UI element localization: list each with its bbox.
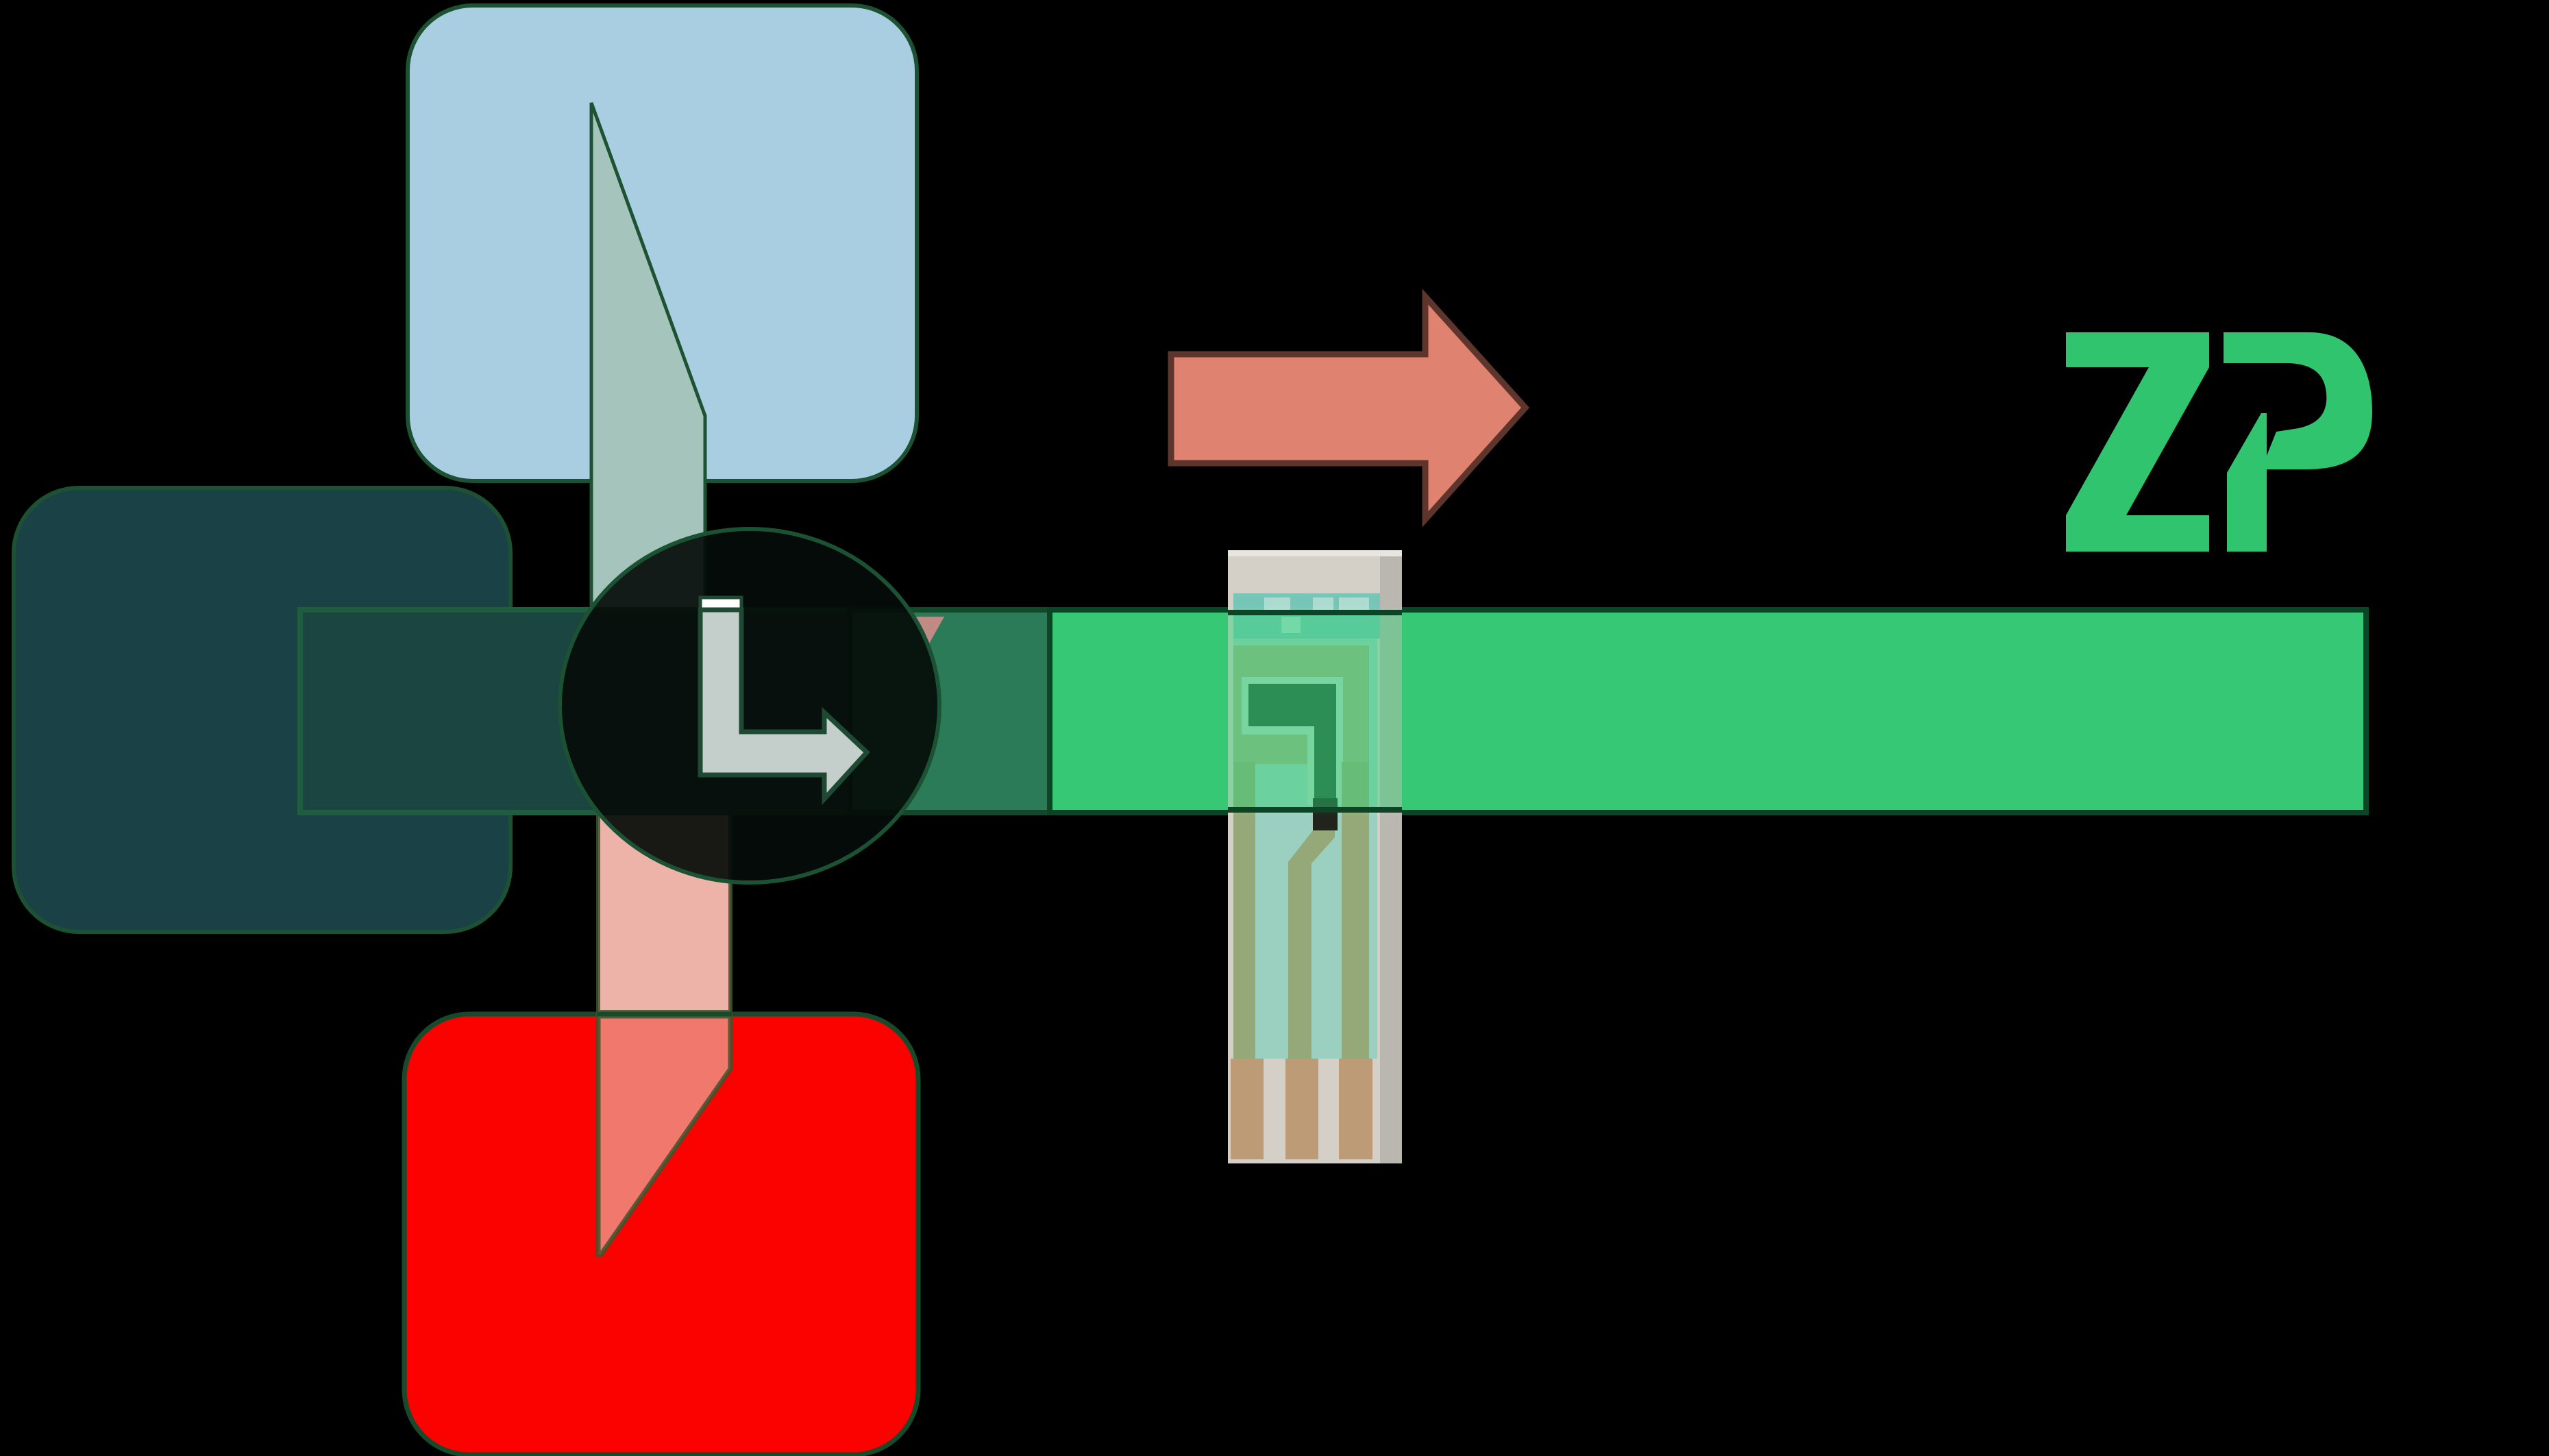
- working-electrode-vertical: [1314, 724, 1336, 800]
- turn-down-right-arrow-icon: [698, 607, 870, 806]
- working-electrode-horizontal: [1248, 684, 1336, 726]
- sensor-strip-trace-middle: [1288, 830, 1335, 1059]
- sensor-strip-pad: [1231, 1059, 1264, 1159]
- zp-logo: ZP: [2066, 332, 2372, 552]
- sensor-strip-shadow: [1380, 550, 1402, 1163]
- zp-logo-letter-z: [2066, 332, 2209, 552]
- working-electrode-tip: [1313, 798, 1338, 830]
- zp-logo-letter-p-bowl: [2224, 332, 2372, 469]
- sensor-strip-pad: [1285, 1059, 1318, 1159]
- sensor-strip-pad: [1339, 1059, 1372, 1159]
- zp-logo-letter-p-stem: [2227, 413, 2267, 552]
- forward-arrow-icon: [1168, 288, 1530, 528]
- notch-triangle-icon: [913, 617, 944, 645]
- hub-circle: [558, 527, 941, 885]
- sensor-strip-highlight: [1228, 550, 1402, 556]
- sensor-strip-mint-tab: [1281, 617, 1301, 633]
- flow-bar-tint-over-strip: [1228, 615, 1402, 810]
